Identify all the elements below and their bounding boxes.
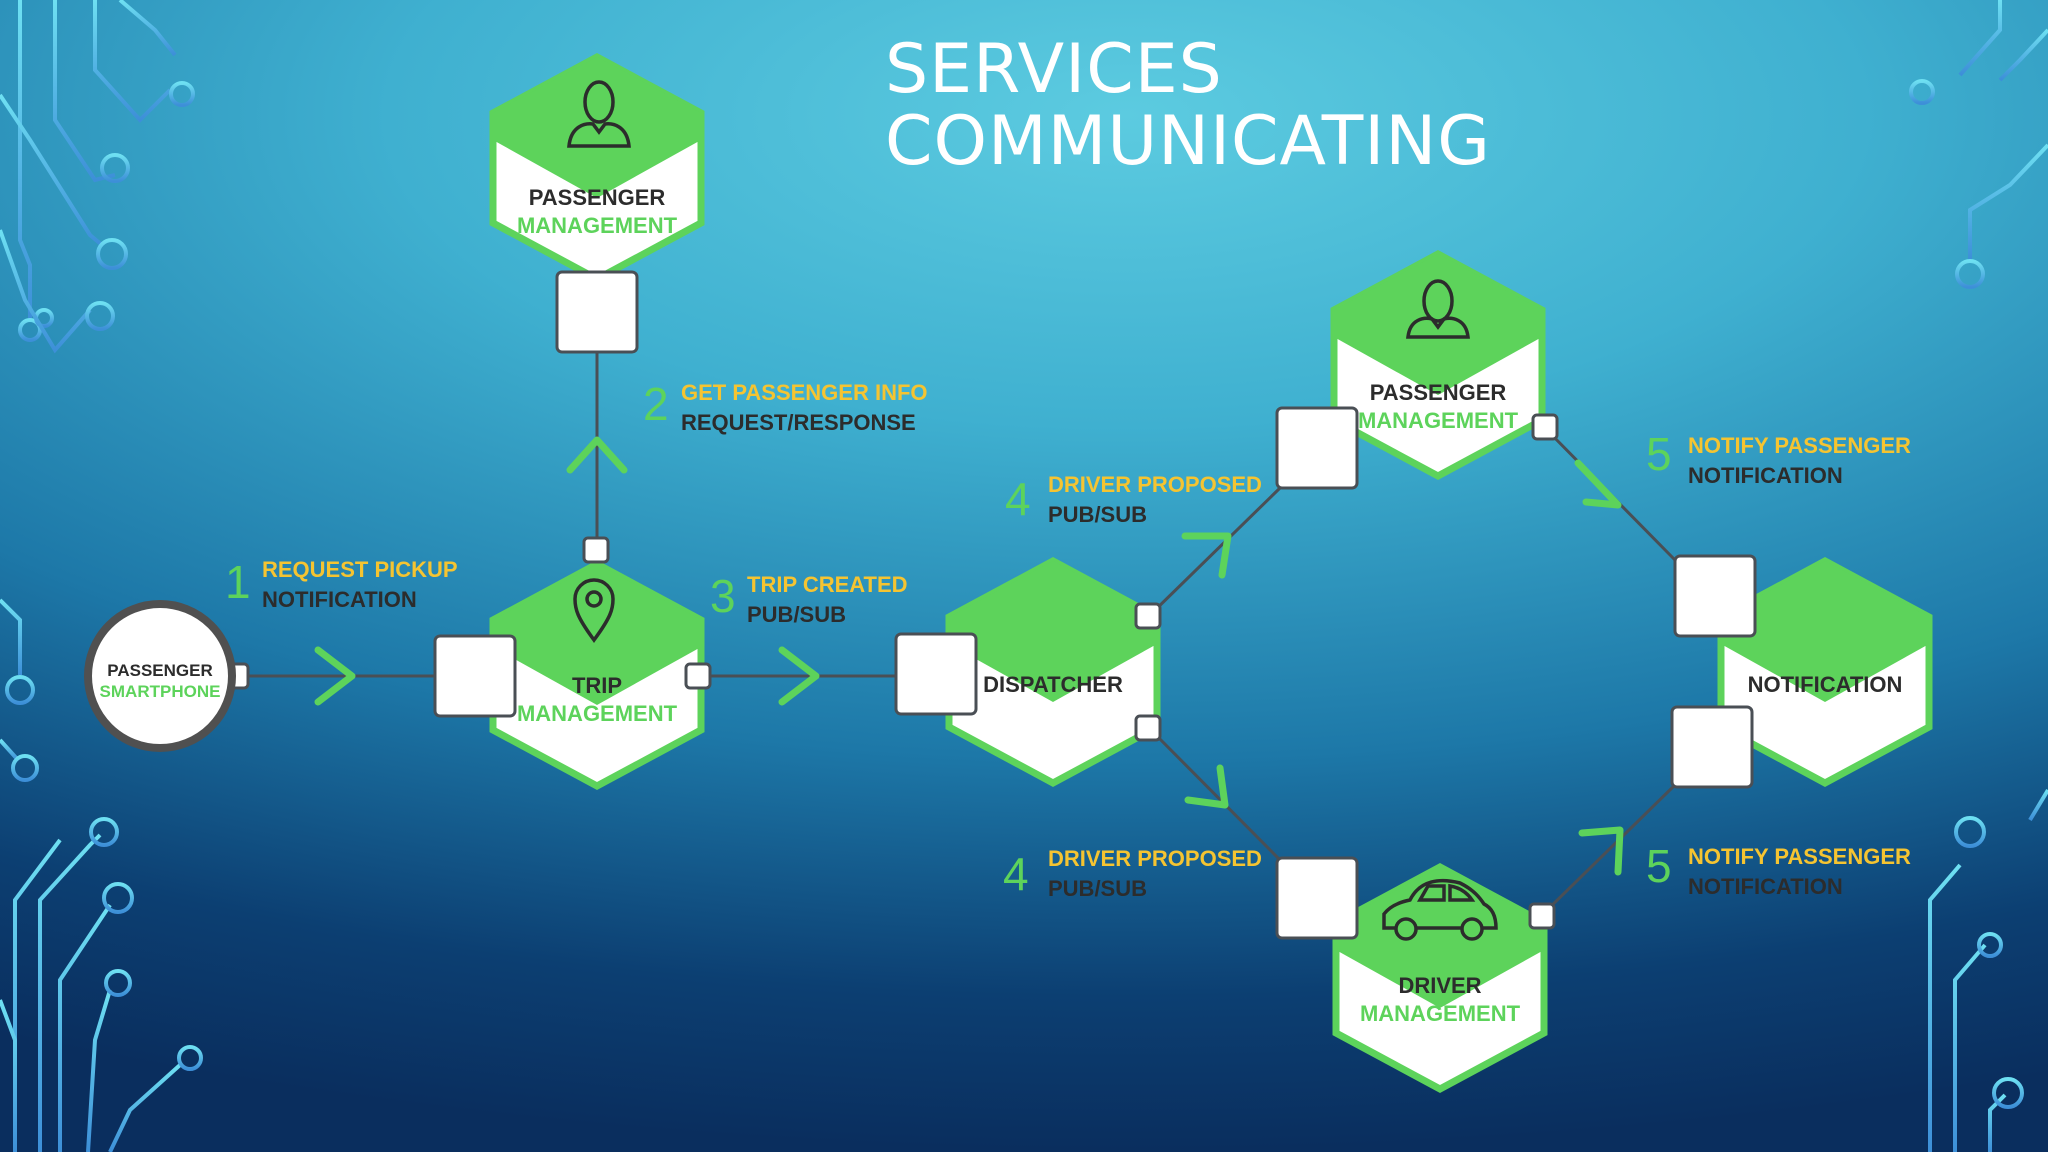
trip-management-service: TRIP MANAGEMENT <box>489 560 705 790</box>
arrow-step5-top <box>1574 459 1622 509</box>
step-4-upper-title: DRIVER PROPOSED <box>1048 472 1262 497</box>
step-5-upper-number: 5 <box>1646 428 1672 480</box>
port-small-trip-right <box>684 662 712 690</box>
arrow-step5-bottom <box>1578 826 1624 876</box>
step-2-type: REQUEST/RESPONSE <box>681 410 916 435</box>
flow-arrows <box>314 436 1624 876</box>
step-2-title: GET PASSENGER INFO <box>681 380 928 405</box>
step-1-number: 1 <box>225 556 251 608</box>
passenger-smartphone-node: PASSENGER SMARTPHONE <box>84 600 236 752</box>
step-4-lower-label: 4 DRIVER PROPOSED PUB/SUB <box>1003 846 1262 901</box>
circuit-decoration-right <box>1909 0 2048 1152</box>
port-driver-left <box>1275 856 1359 940</box>
port-small-trip-top <box>582 536 610 564</box>
port-passenger-top-bottom <box>555 270 639 354</box>
slide-title: SERVICES COMMUNICATING <box>885 34 1491 178</box>
step-4-lower-number: 4 <box>1003 848 1029 900</box>
arrow-step1 <box>314 646 356 706</box>
port-small-dispatcher-lower <box>1134 714 1162 742</box>
step-1-type: NOTIFICATION <box>262 587 417 612</box>
port-notification-bottom <box>1670 705 1754 789</box>
car-icon <box>1382 878 1498 941</box>
arrow-step2 <box>566 436 628 474</box>
step-5-lower-label: 5 NOTIFY PASSENGER NOTIFICATION <box>1646 840 1911 899</box>
step-3-title: TRIP CREATED <box>747 572 908 597</box>
step-5-lower-number: 5 <box>1646 840 1672 892</box>
port-trip-left <box>433 634 517 718</box>
step-5-lower-type: NOTIFICATION <box>1688 874 1843 899</box>
smartphone-label-line2: SMARTPHONE <box>100 682 221 701</box>
slide-title-line1: SERVICES <box>885 30 1223 109</box>
step-3-type: PUB/SUB <box>747 602 846 627</box>
person-icon <box>1406 279 1470 339</box>
passenger-top-label-line2: MANAGEMENT <box>517 213 678 238</box>
passenger-management-service-top: PASSENGER MANAGEMENT <box>489 53 705 283</box>
step-2-label: 2 GET PASSENGER INFO REQUEST/RESPONSE <box>643 378 928 435</box>
arrow-step3 <box>778 646 820 706</box>
driver-management-service: DRIVER MANAGEMENT <box>1332 863 1548 1093</box>
driver-label-line2: MANAGEMENT <box>1360 1001 1521 1026</box>
dispatcher-service: DISPATCHER <box>945 557 1161 787</box>
dispatcher-label: DISPATCHER <box>983 672 1123 697</box>
step-4-upper-number: 4 <box>1005 473 1031 525</box>
step-4-lower-title: DRIVER PROPOSED <box>1048 846 1262 871</box>
trip-label-line1: TRIP <box>572 673 622 698</box>
step-2-number: 2 <box>643 378 669 430</box>
service-ports <box>222 270 1757 940</box>
passenger-top-label-line1: PASSENGER <box>529 185 666 210</box>
port-small-passenger-right <box>1531 413 1559 441</box>
step-5-upper-label: 5 NOTIFY PASSENGER NOTIFICATION <box>1646 428 1911 488</box>
port-dispatcher-left <box>894 632 978 716</box>
step-5-lower-title: NOTIFY PASSENGER <box>1688 844 1911 869</box>
circuit-decoration-left <box>0 0 203 1152</box>
port-passenger-right-left <box>1275 406 1359 490</box>
port-notification-top <box>1673 554 1757 638</box>
notification-service: NOTIFICATION <box>1717 557 1933 787</box>
step-5-upper-type: NOTIFICATION <box>1688 463 1843 488</box>
notification-label: NOTIFICATION <box>1748 672 1903 697</box>
port-small-driver <box>1528 902 1556 930</box>
passenger-right-label-line2: MANAGEMENT <box>1358 408 1519 433</box>
step-1-label: 1 REQUEST PICKUP NOTIFICATION <box>225 556 458 612</box>
slide-title-line2: COMMUNICATING <box>885 102 1491 181</box>
arrow-step4-down <box>1184 764 1229 809</box>
passenger-right-label-line1: PASSENGER <box>1370 380 1507 405</box>
step-3-label: 3 TRIP CREATED PUB/SUB <box>710 570 908 627</box>
step-3-number: 3 <box>710 570 736 622</box>
passenger-management-service-right: PASSENGER MANAGEMENT <box>1330 250 1546 480</box>
step-4-upper-type: PUB/SUB <box>1048 502 1147 527</box>
step-4-lower-type: PUB/SUB <box>1048 876 1147 901</box>
step-5-upper-title: NOTIFY PASSENGER <box>1688 433 1911 458</box>
step-1-title: REQUEST PICKUP <box>262 557 458 582</box>
port-small-dispatcher-upper <box>1134 602 1162 630</box>
smartphone-label-line1: PASSENGER <box>107 661 213 680</box>
connector-lines <box>235 350 1677 917</box>
step-4-upper-label: 4 DRIVER PROPOSED PUB/SUB <box>1005 472 1262 527</box>
arrow-step4-up <box>1181 532 1232 579</box>
trip-label-line2: MANAGEMENT <box>517 701 678 726</box>
location-pin-icon <box>573 578 615 643</box>
driver-label-line1: DRIVER <box>1398 973 1481 998</box>
person-icon <box>567 80 631 148</box>
